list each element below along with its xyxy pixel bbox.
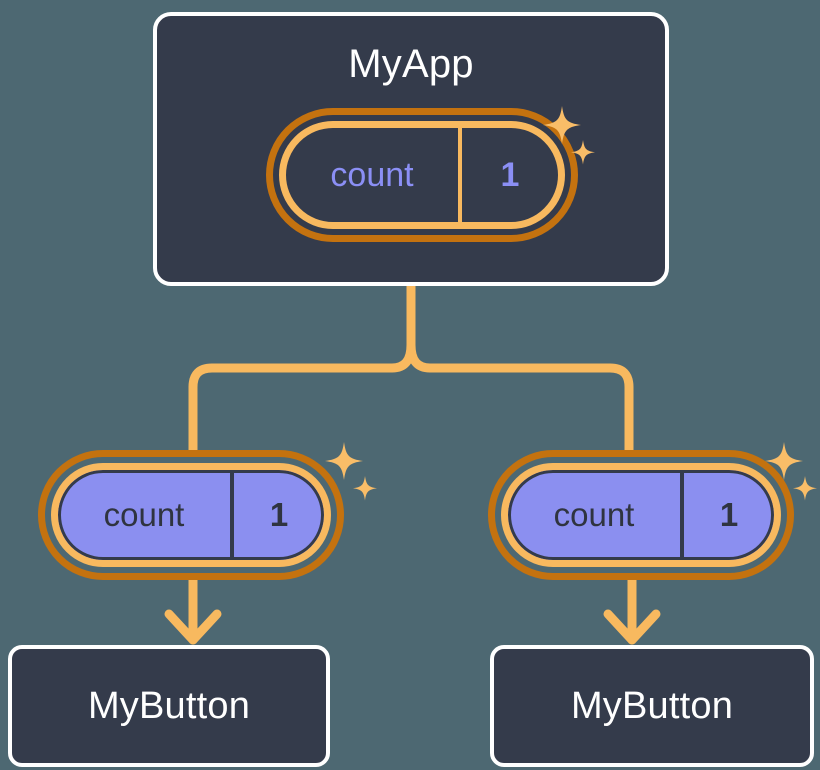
state-pill-left-wrap: count 1 [38, 450, 344, 580]
state-pill-myapp-wrap: count 1 [266, 108, 578, 242]
state-value-myapp: 1 [458, 128, 558, 222]
state-pill-child-right[interactable]: count 1 [488, 450, 794, 580]
tree-connector [188, 281, 634, 457]
arrow-right-to-mybutton [603, 573, 661, 645]
state-pill-myapp[interactable]: count 1 [266, 108, 578, 242]
node-mybutton-left-card[interactable]: MyButton [8, 645, 330, 767]
arrow-head-right [603, 609, 661, 645]
state-value-child-left: 1 [230, 470, 324, 560]
state-pill-myapp-inner: count 1 [279, 121, 565, 229]
node-myapp-title: MyApp [348, 42, 474, 86]
arrow-left-to-mybutton [164, 573, 222, 645]
node-mybutton-right-card[interactable]: MyButton [490, 645, 814, 767]
state-key-myapp: count [330, 155, 414, 194]
node-mybutton-left-title: MyButton [87, 684, 251, 727]
state-key-child-right: count [553, 496, 635, 533]
sparkle-small-icon [793, 476, 817, 501]
sparkle-small-icon [353, 476, 377, 501]
state-pill-child-left-inner: count 1 [51, 463, 331, 567]
state-key-child-left: count [103, 496, 185, 533]
state-pill-child-right-inner: count 1 [501, 463, 781, 567]
arrow-head-left [164, 609, 222, 645]
state-value-child-right: 1 [680, 470, 774, 560]
connector-branch-right [406, 340, 634, 457]
connector-branch-left [188, 340, 416, 457]
node-mybutton-right-title: MyButton [570, 684, 734, 727]
state-pill-child-left[interactable]: count 1 [38, 450, 344, 580]
state-pill-right-wrap: count 1 [488, 450, 794, 580]
